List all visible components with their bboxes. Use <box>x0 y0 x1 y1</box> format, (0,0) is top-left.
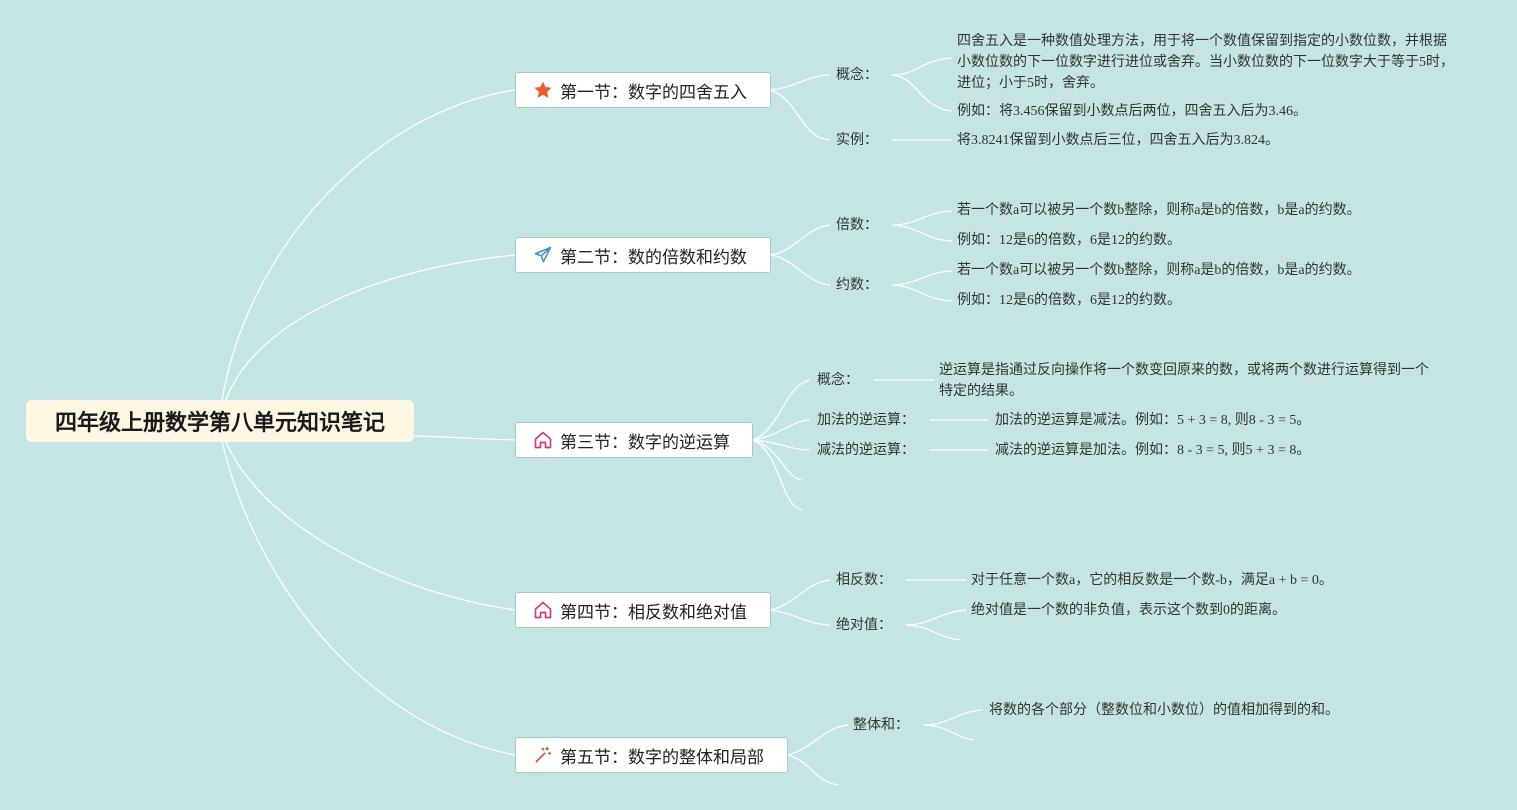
connector-s2-t2-leaf-2 <box>891 284 953 302</box>
connector-s1-topic-2 <box>769 89 831 141</box>
section-node-5[interactable]: 第五节：数字的整体和局部 <box>515 737 788 773</box>
connector-s3-topic-2 <box>752 419 811 441</box>
connector-s3-topic-1 <box>752 379 811 441</box>
connector-s5-t1-leaf-1 <box>923 709 983 726</box>
house-icon <box>532 599 554 621</box>
root-title: 四年级上册数学第八单元知识笔记 <box>54 411 385 436</box>
leaf-note: 若一个数a可以被另一个数b整除，则称a是b的倍数，b是a的约数。 <box>957 203 1361 218</box>
leaf-note: 例如：将3.456保留到小数点后两位，四舍五入后为3.46。 <box>957 104 1307 119</box>
connector-root-section-1 <box>221 89 516 401</box>
connector-s2-t2-leaf-1 <box>891 270 953 286</box>
paper-plane-icon <box>532 244 554 266</box>
connector-s1-t1-leaf-1 <box>891 57 953 76</box>
topic-label[interactable]: 绝对值： <box>836 617 892 633</box>
section-node-4[interactable]: 第四节：相反数和绝对值 <box>515 592 771 628</box>
topic-label[interactable]: 倍数： <box>836 217 878 233</box>
connector-s4-topic-2 <box>769 609 831 626</box>
connector-s5-t1-leaf-2 <box>923 724 975 741</box>
magic-wand-icon <box>532 744 554 766</box>
connector-root-section-5 <box>221 441 516 756</box>
leaf-note: 减法的逆运算是加法。例如：8 - 3 = 5, 则5 + 3 = 8。 <box>995 443 1311 458</box>
connector-root-section-2 <box>225 254 516 401</box>
connector-root-section-4 <box>225 441 516 611</box>
leaf-note: 将3.8241保留到小数点后三位，四舍五入后为3.824。 <box>957 133 1279 148</box>
topic-label[interactable]: 相反数： <box>836 572 892 588</box>
section-title-3: 第三节：数字的逆运算 <box>560 432 730 453</box>
topic-label[interactable]: 加法的逆运算： <box>817 412 915 428</box>
leaf-note: 逆运算是指通过反向操作将一个数变回原来的数，或将两个数进行运算得到一个特定的结果… <box>939 363 1429 399</box>
leaf-note: 例如：12是6的倍数，6是12的约数。 <box>957 293 1181 308</box>
leaf-note: 若一个数a可以被另一个数b整除，则称a是b的倍数，b是a的约数。 <box>957 263 1361 278</box>
topic-label[interactable]: 约数： <box>836 277 878 293</box>
connector-s4-t2-leaf-2 <box>905 624 961 641</box>
connector-s3-extra-1 <box>752 439 803 481</box>
leaf-note: 将数的各个部分（整数位和小数位）的值相加得到的和。 <box>989 703 1339 718</box>
leaf-note: 加法的逆运算是减法。例如：5 + 3 = 8, 则8 - 3 = 5。 <box>995 413 1311 428</box>
section-title-1: 第一节：数字的四舍五入 <box>560 82 747 103</box>
leaf-note: 绝对值是一个数的非负值，表示这个数到0的距离。 <box>971 603 1286 618</box>
connector-s2-topic-1 <box>769 224 831 256</box>
section-node-3[interactable]: 第三节：数字的逆运算 <box>515 422 753 458</box>
connector-s4-t2-leaf-1 <box>905 609 967 626</box>
connector-s2-topic-2 <box>769 254 831 286</box>
root-node[interactable]: 四年级上册数学第八单元知识笔记 <box>26 400 414 442</box>
leaf-note: 例如：12是6的倍数，6是12的约数。 <box>957 233 1181 248</box>
connector-s3-topic-3 <box>752 439 811 451</box>
connector-s1-t1-leaf-2 <box>891 74 953 112</box>
connector-s1-topic-1 <box>769 74 831 91</box>
section-node-1[interactable]: 第一节：数字的四舍五入 <box>515 72 771 108</box>
topic-label[interactable]: 减法的逆运算： <box>817 442 915 458</box>
connector-s2-t1-leaf-2 <box>891 224 953 242</box>
connector-root-section-3 <box>413 435 516 441</box>
topic-label[interactable]: 概念： <box>836 67 878 83</box>
topic-label[interactable]: 概念： <box>817 372 859 388</box>
connector-s5-extra-1 <box>786 754 839 786</box>
leaf-note: 四舍五入是一种数值处理方法，用于将一个数值保留到指定的小数位数，并根据小数位数的… <box>957 34 1454 91</box>
connector-s3-extra-2 <box>752 439 803 511</box>
section-title-4: 第四节：相反数和绝对值 <box>560 602 747 623</box>
section-node-2[interactable]: 第二节：数的倍数和约数 <box>515 237 771 273</box>
connector-s5-topic-1 <box>786 724 849 756</box>
topic-label[interactable]: 实例： <box>836 132 878 148</box>
connector-s4-topic-1 <box>769 579 831 611</box>
house-icon <box>532 429 554 451</box>
leaf-note: 对于任意一个数a，它的相反数是一个数-b，满足a + b = 0。 <box>971 573 1333 588</box>
section-title-2: 第二节：数的倍数和约数 <box>560 247 747 268</box>
section-title-5: 第五节：数字的整体和局部 <box>560 747 764 768</box>
topic-label[interactable]: 整体和： <box>853 717 909 733</box>
star-icon <box>532 79 554 101</box>
connector-s2-t1-leaf-1 <box>891 210 953 226</box>
